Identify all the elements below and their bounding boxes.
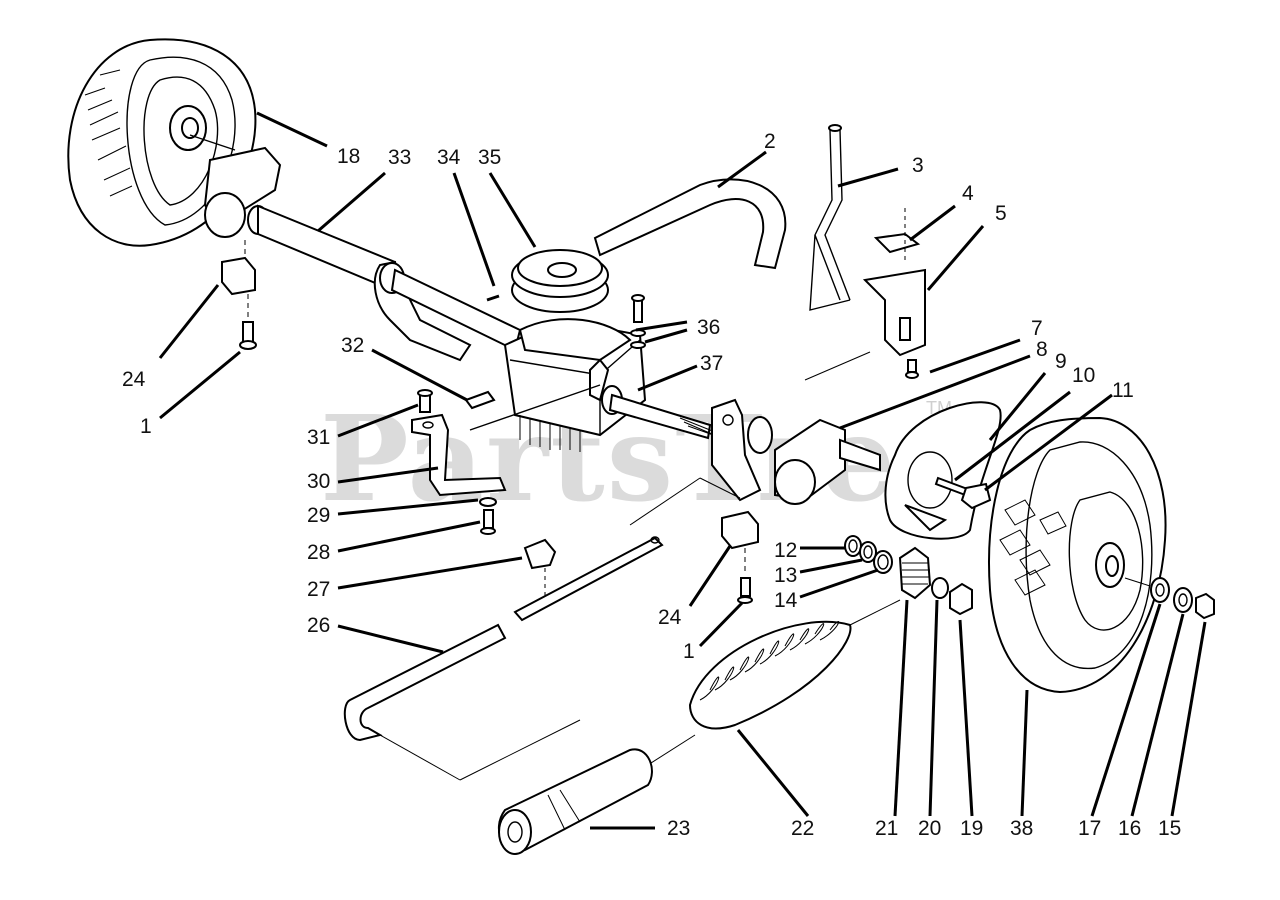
callout-35: 35 [478, 146, 501, 169]
axle-assembly [189, 134, 522, 362]
belt [593, 178, 787, 270]
axle-clip-left [221, 240, 257, 350]
leader-lines [158, 111, 1207, 830]
right-wheel [988, 416, 1167, 694]
callout-37: 37 [700, 352, 723, 375]
callout-17: 17 [1078, 817, 1101, 840]
callout-13: 13 [774, 564, 797, 587]
callout-36: 36 [697, 316, 720, 339]
callout-19: 19 [960, 817, 983, 840]
callout-15: 15 [1158, 817, 1181, 840]
callout-12: 12 [774, 539, 797, 562]
callout-10: 10 [1072, 364, 1095, 387]
shift-rod [513, 477, 741, 622]
mount-bracket [411, 389, 507, 535]
shaft-hardware [934, 476, 992, 510]
callout-11: 11 [1112, 379, 1134, 402]
callout-30: 30 [307, 470, 330, 493]
callout-28: 28 [307, 541, 330, 564]
callout-4: 4 [962, 182, 974, 205]
callout-7: 7 [1031, 317, 1043, 340]
hub-hardware [1124, 577, 1215, 620]
callout-24-center: 24 [658, 606, 682, 629]
axle-housing [774, 418, 881, 505]
callout-14: 14 [774, 589, 798, 612]
callout-18: 18 [337, 145, 360, 168]
callout-27: 27 [307, 578, 330, 601]
callout-1-center: 1 [683, 640, 695, 663]
callout-33: 33 [388, 146, 411, 169]
callout-8: 8 [1036, 338, 1048, 361]
callout-16: 16 [1118, 817, 1141, 840]
callout-5: 5 [995, 202, 1007, 225]
shift-lever-assembly [804, 124, 926, 381]
handle-rod [343, 623, 507, 742]
gear-stack [844, 535, 973, 616]
callout-labels: 1 1 2 3 4 5 7 8 9 10 11 12 13 14 15 16 1… [122, 130, 1181, 840]
callout-34: 34 [437, 146, 461, 169]
spring [639, 599, 901, 771]
grip [379, 719, 653, 855]
callout-32: 32 [341, 334, 364, 357]
callout-9: 9 [1055, 350, 1067, 373]
key [486, 294, 500, 302]
axle-clip-center [721, 510, 759, 604]
callout-20: 20 [918, 817, 941, 840]
callout-3: 3 [912, 154, 924, 177]
callout-29: 29 [307, 504, 330, 527]
ratchet-bracket [711, 398, 773, 502]
callout-31: 31 [307, 426, 330, 449]
callout-21: 21 [875, 817, 898, 840]
callout-23: 23 [667, 817, 690, 840]
callout-38: 38 [1010, 817, 1033, 840]
callout-2: 2 [764, 130, 776, 153]
callout-22: 22 [791, 817, 814, 840]
pulley [511, 249, 609, 313]
callout-1-left: 1 [140, 415, 152, 438]
callout-26: 26 [307, 614, 330, 637]
callout-24-left: 24 [122, 368, 146, 391]
